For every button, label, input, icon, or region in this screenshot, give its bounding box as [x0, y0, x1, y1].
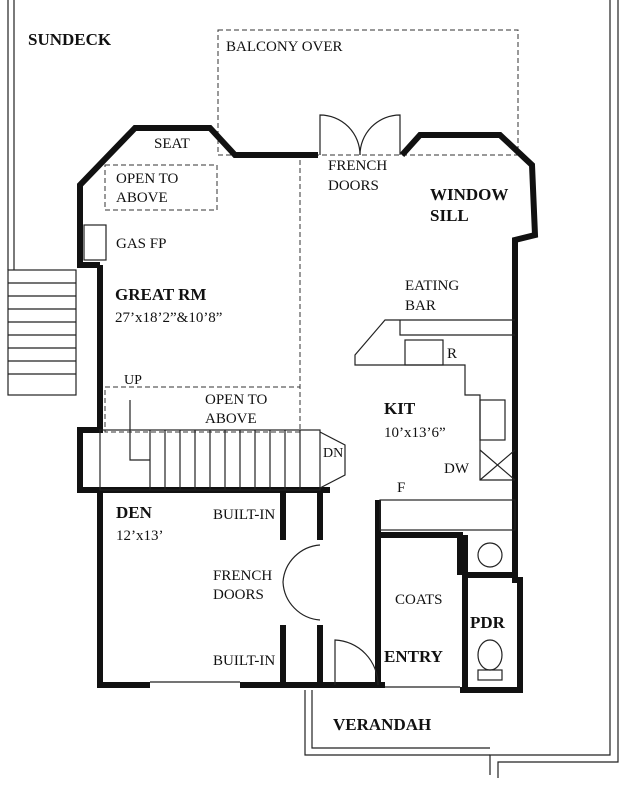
- label-seat: SEAT: [154, 136, 190, 152]
- den-french-doors: [282, 544, 379, 686]
- label-pdr: PDR: [470, 613, 506, 632]
- label-balcony: BALCONY OVER: [226, 39, 343, 55]
- label-great-rm: GREAT RM: [115, 285, 206, 304]
- powder-room-fixtures: [477, 542, 503, 681]
- balcony-outline: [217, 29, 519, 156]
- label-built-in-2: BUILT-IN: [213, 653, 275, 669]
- label-gas-fp: GAS FP: [116, 236, 166, 252]
- label-open-to-above-2: OPEN TO: [205, 392, 268, 408]
- label-kit-dim: 10’x13’6”: [384, 425, 446, 441]
- label-den-dim: 12’x13’: [116, 528, 164, 544]
- interior-stairs: [99, 400, 346, 491]
- label-kit: KIT: [384, 399, 416, 418]
- label-coats: COATS: [395, 592, 443, 608]
- label-open-to-above-1b: ABOVE: [116, 190, 168, 206]
- open-to-above-1: [104, 164, 218, 211]
- label-french-doors-1: FRENCH: [328, 158, 387, 174]
- kitchen-counters: [354, 319, 516, 531]
- label-fridge: F: [397, 480, 405, 496]
- label-open-to-above-2b: ABOVE: [205, 411, 257, 427]
- label-great-rm-dim: 27’x18’2”&10’8”: [115, 310, 222, 326]
- label-up: UP: [124, 373, 142, 388]
- label-french-doors-2b: DOORS: [213, 587, 264, 603]
- label-dn: DN: [323, 446, 343, 461]
- label-sundeck: SUNDECK: [28, 30, 112, 49]
- french-doors-top: [319, 114, 401, 156]
- label-dw: DW: [444, 461, 470, 477]
- deck-outline: [7, 0, 619, 778]
- exterior-stairs: [7, 269, 77, 396]
- interior-walls: [100, 487, 515, 690]
- gas-fireplace: [83, 224, 107, 261]
- label-eating-bar: EATING: [405, 278, 459, 294]
- label-open-to-above-1: OPEN TO: [116, 171, 179, 187]
- label-verandah: VERANDAH: [333, 715, 431, 734]
- label-french-doors-1b: DOORS: [328, 178, 379, 194]
- label-entry: ENTRY: [384, 647, 443, 666]
- label-window-sill: WINDOW: [430, 185, 508, 204]
- open-to-above-2: [104, 386, 301, 433]
- label-window-sill-b: SILL: [430, 206, 469, 225]
- label-range: R: [447, 346, 457, 362]
- label-french-doors-2: FRENCH: [213, 568, 272, 584]
- label-eating-bar-b: BAR: [405, 298, 436, 314]
- label-den: DEN: [116, 503, 153, 522]
- label-built-in-1: BUILT-IN: [213, 507, 275, 523]
